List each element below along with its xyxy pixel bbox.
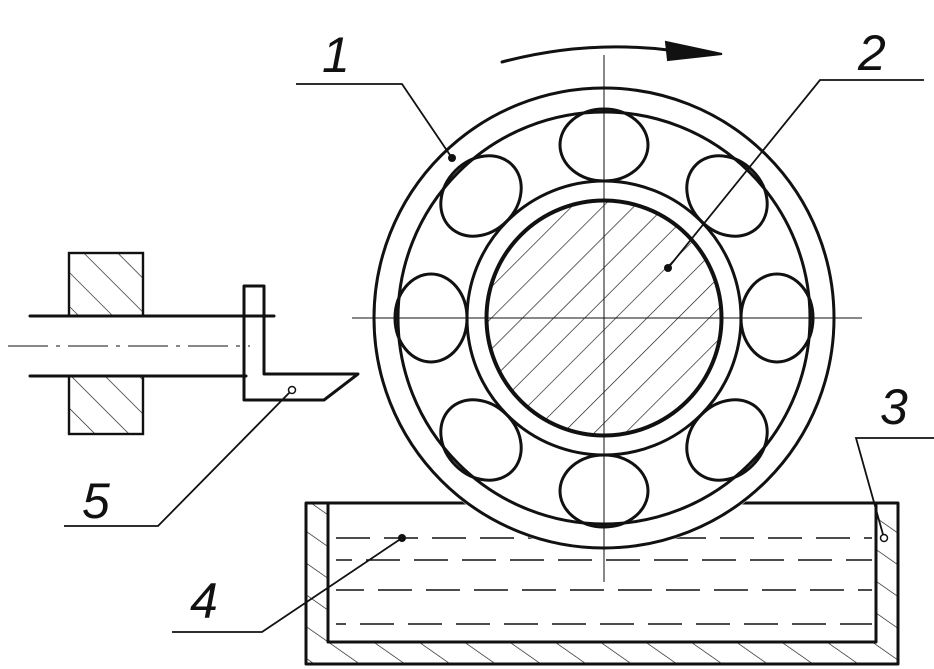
callout-4: 4: [190, 573, 218, 629]
tank-inner-wall: [326, 501, 878, 644]
callout-2: 2: [857, 25, 886, 81]
spray-nozzle: [8, 284, 360, 402]
rotation-arrow: [500, 40, 723, 64]
leader-lines: [64, 79, 934, 633]
center-lines: [352, 55, 862, 582]
tank-wall-hatch: [306, 503, 898, 664]
callout-3: 3: [880, 379, 908, 435]
callout-1: 1: [322, 27, 350, 83]
callout-labels: 1 2 3 4 5: [82, 25, 908, 629]
callout-5: 5: [82, 473, 110, 529]
